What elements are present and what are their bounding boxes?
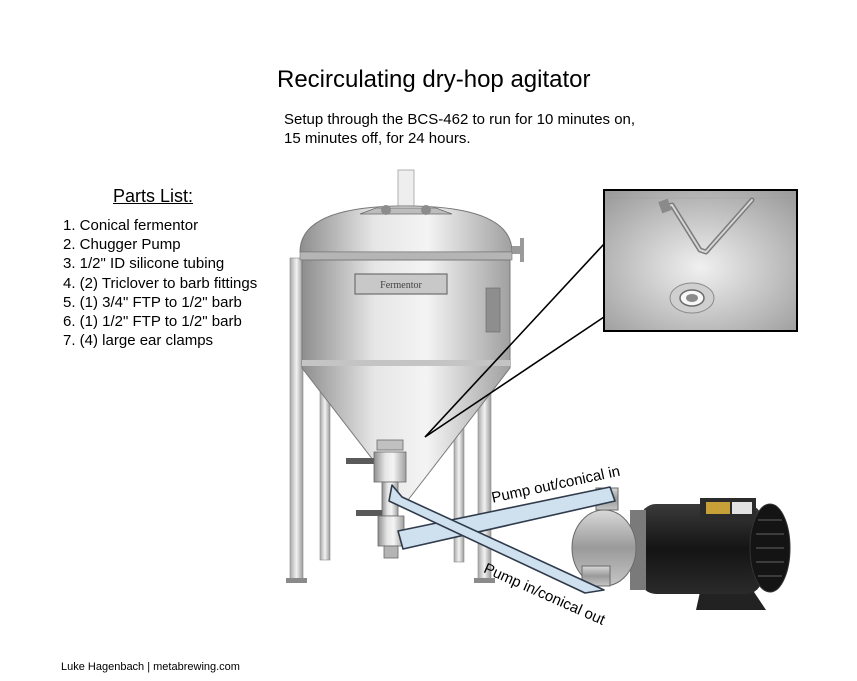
parts-list-item: 1. Conical fermentor: [63, 217, 199, 234]
setup-description: Setup through the BCS-462 to run for 10 …: [284, 110, 635, 148]
setup-line-2: 15 minutes off, for 24 hours.: [284, 130, 471, 147]
parts-list-item: 5. (1) 3/4" FTP to 1/2" barb: [63, 293, 242, 311]
silicone-tubing: [388, 484, 616, 594]
tube-pump-in-conical-out: [388, 484, 605, 594]
parts-list-heading: Parts List:: [113, 186, 194, 206]
chugger-pump: [571, 487, 791, 610]
parts-list-item: 2. Chugger Pump: [63, 236, 181, 254]
interior-inset-photo: [603, 189, 798, 332]
diagram-title: Recirculating dry-hop agitator: [277, 66, 591, 93]
footer-credit: Luke Hagenbach | metabrewing.com: [61, 661, 240, 673]
tube-pump-out-conical-in: [397, 486, 616, 550]
parts-list-item: 7. (4) large ear clamps: [63, 332, 214, 350]
setup-line-1: Setup through the BCS-462 to run for 10 …: [284, 111, 636, 128]
parts-list: 1. Conical fermentor 2. Chugger Pump 3. …: [63, 216, 257, 350]
callout-pointer: [424, 243, 605, 438]
parts-list-item: 4. (2) Triclover to barb fittings: [63, 274, 258, 292]
fermentor-badge-text: Fermentor: [380, 280, 422, 291]
parts-list-item: 3. 1/2" ID silicone tubing: [63, 255, 225, 273]
conical-fermentor: Fermentor: [299, 169, 524, 501]
parts-list-item: 6. (1) 1/2" FTP to 1/2" barb: [63, 313, 242, 331]
